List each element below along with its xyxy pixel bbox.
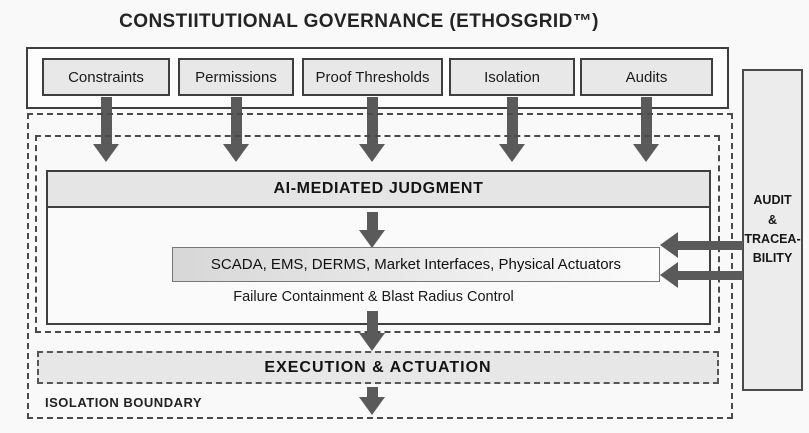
governance-box-constraints: Constraints bbox=[42, 58, 170, 96]
audit-traceability-box: AUDIT & TRACEA- BILITY bbox=[742, 69, 803, 391]
arrow-shaft bbox=[507, 97, 518, 146]
arrow-head bbox=[499, 144, 525, 162]
arrow-head bbox=[359, 397, 385, 415]
down-arrow-icon bbox=[499, 97, 526, 162]
isolation-boundary-outline bbox=[27, 113, 733, 419]
arrow-shaft bbox=[677, 270, 743, 280]
diagram-title: CONSTIITUTIONAL GOVERNANCE (ETHOSGRID™) bbox=[119, 11, 599, 32]
isolation-boundary-label: ISOLATION BOUNDARY bbox=[45, 395, 203, 410]
arrow-head bbox=[223, 144, 249, 162]
arrow-shaft bbox=[367, 387, 378, 399]
down-arrow-icon bbox=[359, 387, 386, 415]
arrow-head bbox=[359, 230, 385, 248]
arrow-shaft bbox=[367, 311, 378, 335]
down-arrow-icon bbox=[359, 212, 386, 248]
governance-box-permissions: Permissions bbox=[178, 58, 294, 96]
interfaces-box: SCADA, EMS, DERMS, Market Interfaces, Ph… bbox=[172, 247, 660, 282]
arrow-head bbox=[359, 144, 385, 162]
down-arrow-icon bbox=[359, 97, 386, 162]
interfaces-label: SCADA, EMS, DERMS, Market Interfaces, Ph… bbox=[210, 256, 622, 273]
governance-box-proof-thresholds: Proof Thresholds bbox=[302, 58, 443, 96]
arrow-head bbox=[93, 144, 119, 162]
governance-box-label: Constraints bbox=[68, 68, 144, 86]
arrow-shaft bbox=[101, 97, 112, 146]
failure-containment-label: Failure Containment & Blast Radius Contr… bbox=[233, 289, 514, 305]
governance-box-label: Audits bbox=[625, 68, 668, 86]
ai-mediated-judgment-header: AI-MEDIATED JUDGMENT bbox=[48, 172, 709, 208]
down-arrow-icon bbox=[223, 97, 250, 162]
left-arrow-icon bbox=[660, 262, 743, 288]
arrow-shaft bbox=[231, 97, 242, 146]
arrow-head bbox=[660, 232, 678, 258]
governance-box-audits: Audits bbox=[580, 58, 713, 96]
left-arrow-icon bbox=[660, 232, 743, 258]
arrow-shaft bbox=[677, 240, 743, 250]
down-arrow-icon bbox=[633, 97, 660, 162]
governance-box-label: Proof Thresholds bbox=[315, 68, 430, 86]
arrow-shaft bbox=[367, 97, 378, 146]
governance-box-label: Isolation bbox=[484, 68, 540, 86]
down-arrow-icon bbox=[93, 97, 120, 162]
arrow-head bbox=[633, 144, 659, 162]
governance-box-label: Permissions bbox=[195, 68, 277, 86]
down-arrow-icon bbox=[359, 311, 386, 351]
execution-actuation-box: EXECUTION & ACTUATION bbox=[37, 351, 719, 384]
arrow-shaft bbox=[367, 212, 378, 232]
arrow-shaft bbox=[641, 97, 652, 146]
execution-actuation-label: EXECUTION & ACTUATION bbox=[264, 358, 492, 376]
governance-box-isolation: Isolation bbox=[449, 58, 575, 96]
arrow-head bbox=[660, 262, 678, 288]
arrow-head bbox=[359, 333, 385, 351]
